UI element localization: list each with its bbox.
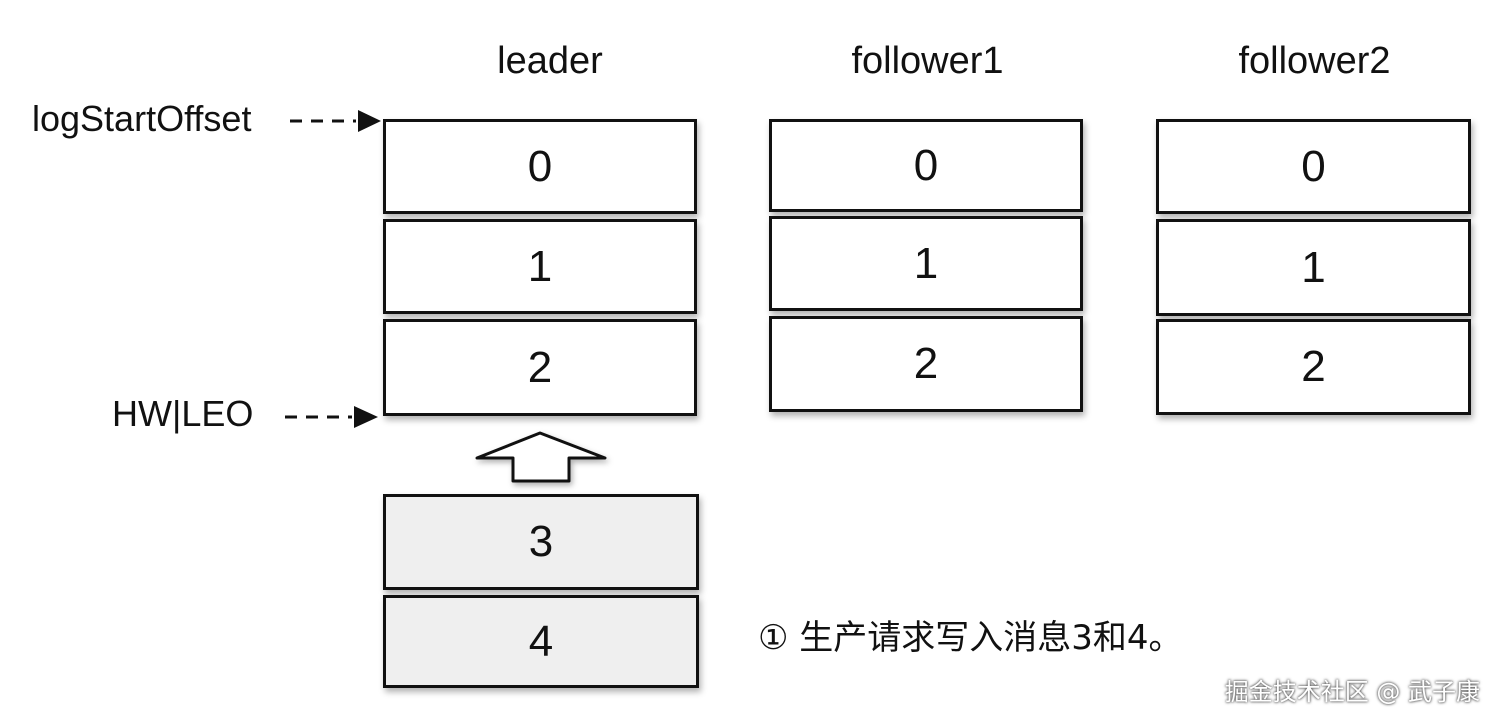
leader-log-entry-2: 2 [383,319,697,416]
log-start-offset-label: logStartOffset [32,98,252,139]
leader-log-entry-1: 1 [383,219,697,314]
follower2-log-entry-1: 1 [1156,219,1471,316]
follower2-log-entry-2: 2 [1156,319,1471,415]
hw-leo-arrow [285,406,378,428]
pending-message-3: 3 [383,494,699,590]
pending-message-4: 4 [383,595,699,688]
follower1-title: follower1 [851,40,1004,82]
leader-title: leader [497,40,603,82]
hw-leo-label: HW|LEO [112,393,254,434]
watermark: 掘金技术社区 @ 武子康 [1224,678,1480,706]
follower1-log-entry-1: 1 [769,216,1083,311]
append-up-arrow [475,431,607,483]
follower1-log-entry-0: 0 [769,119,1083,212]
log-start-offset-arrow [290,110,381,132]
leader-log-entry-0: 0 [383,119,697,214]
follower2-title: follower2 [1238,40,1391,82]
follower1-log-entry-2: 2 [769,316,1083,412]
step-caption: ① 生产请求写入消息3和4。 [758,618,1183,658]
follower2-log-entry-0: 0 [1156,119,1471,214]
